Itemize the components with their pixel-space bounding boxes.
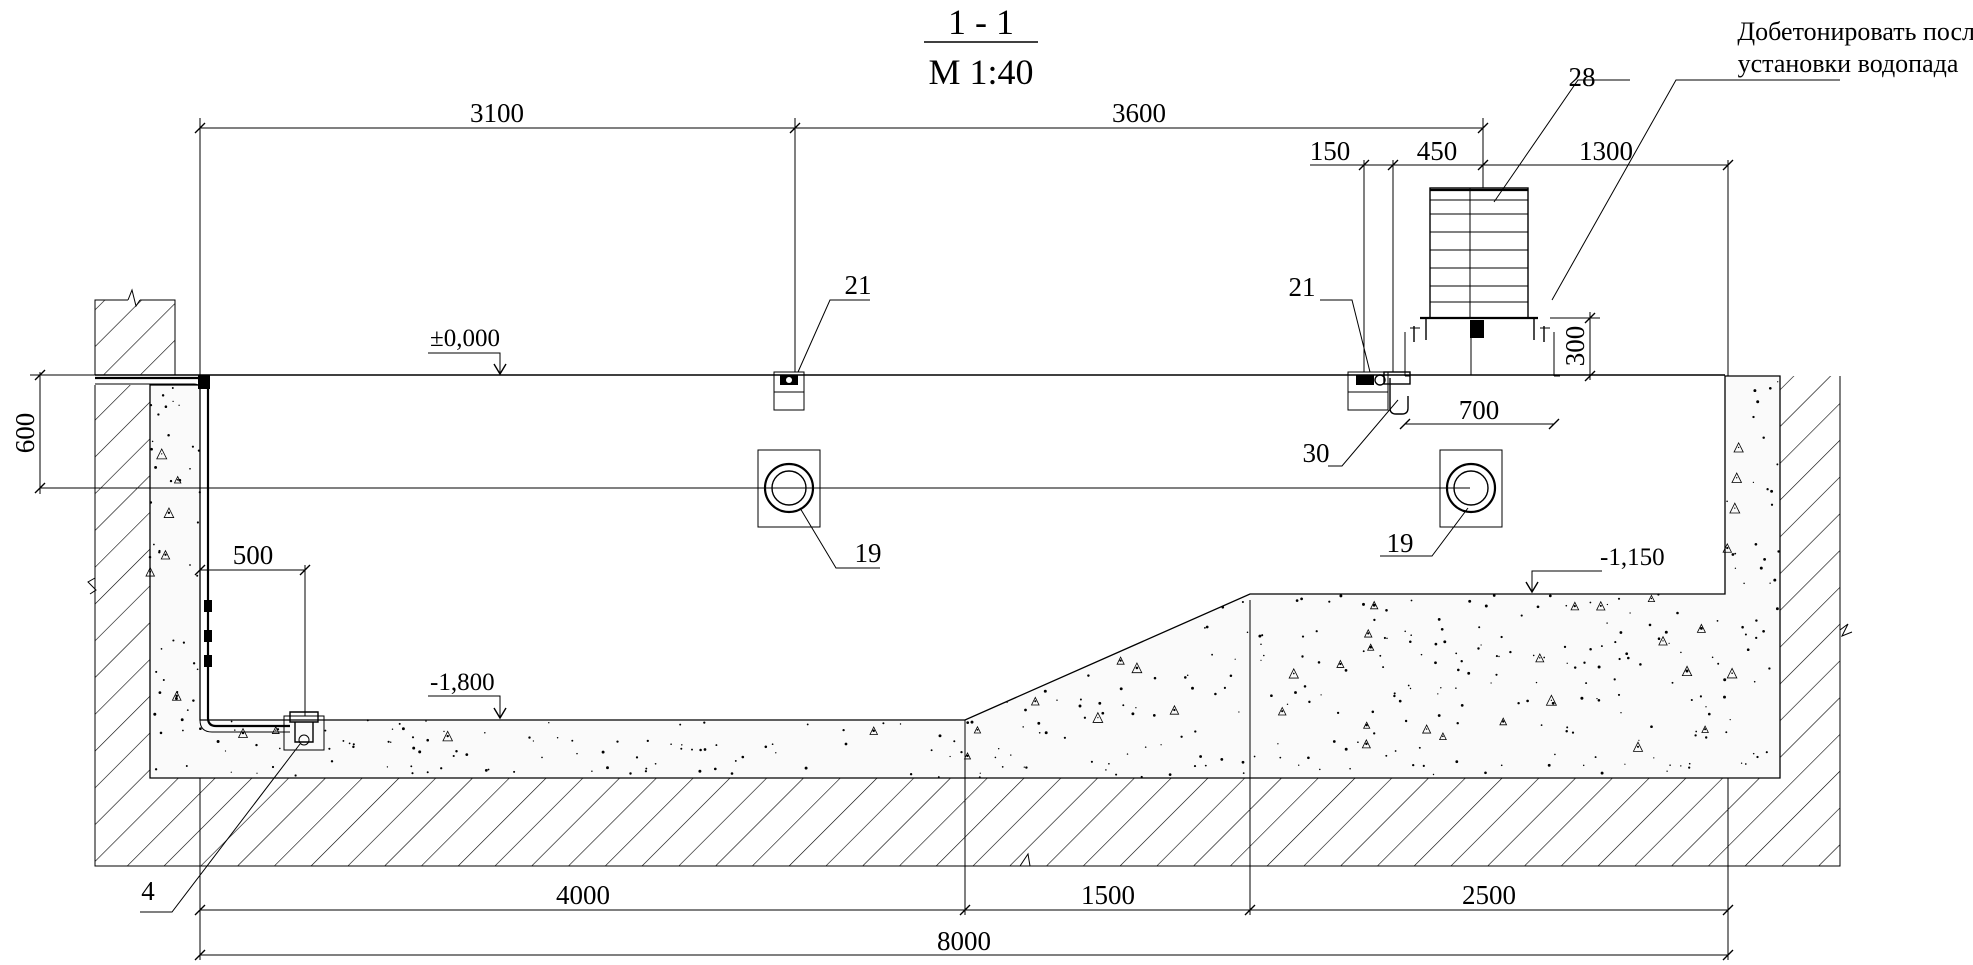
dim-600: 600 xyxy=(10,413,40,454)
dim-450: 450 xyxy=(1417,136,1458,166)
scale-title: М 1:40 xyxy=(928,52,1033,92)
nozzle-left xyxy=(773,371,805,411)
underwater-light-right xyxy=(1439,449,1503,528)
dim-2500: 2500 xyxy=(1462,880,1516,910)
level-zero: ±0,000 xyxy=(430,325,500,352)
dim-1500: 1500 xyxy=(1081,880,1135,910)
section-title: 1 - 1 xyxy=(948,2,1014,42)
wall-pipe xyxy=(95,375,290,733)
soil-hatch xyxy=(87,288,1853,867)
concrete-shell xyxy=(145,375,1781,779)
drawing-texts: 1 - 1 М 1:40 Добетонировать после устано… xyxy=(10,2,1973,956)
dim-3600: 3600 xyxy=(1112,98,1166,128)
note-line-1: Добетонировать после xyxy=(1737,17,1973,46)
callout-19-right: 19 xyxy=(1387,528,1414,558)
callout-4: 4 xyxy=(141,876,155,906)
callout-21-left: 21 xyxy=(845,270,872,300)
callout-30: 30 xyxy=(1303,438,1330,468)
bottom-drain xyxy=(283,711,325,751)
waterfall-unit xyxy=(1404,187,1560,377)
dim-500: 500 xyxy=(233,540,274,570)
nozzle-right xyxy=(1347,371,1411,415)
callout-21-right: 21 xyxy=(1289,272,1316,302)
dim-4000: 4000 xyxy=(556,880,610,910)
level-shallow: -1,150 xyxy=(1600,544,1665,571)
dim-150: 150 xyxy=(1310,136,1351,166)
callout-19-left: 19 xyxy=(855,538,882,568)
dim-300: 300 xyxy=(1560,326,1590,367)
level-deep: -1,800 xyxy=(430,669,495,696)
dimension-lines xyxy=(30,41,1734,961)
dim-700: 700 xyxy=(1459,395,1500,425)
note-line-2: установки водопада xyxy=(1738,49,1959,78)
dim-3100: 3100 xyxy=(470,98,524,128)
level-markers xyxy=(428,352,1602,720)
callout-28: 28 xyxy=(1569,62,1596,92)
underwater-light-left xyxy=(757,449,821,528)
dim-8000: 8000 xyxy=(937,926,991,956)
dim-1300: 1300 xyxy=(1579,136,1633,166)
leader-lines xyxy=(140,79,1840,913)
